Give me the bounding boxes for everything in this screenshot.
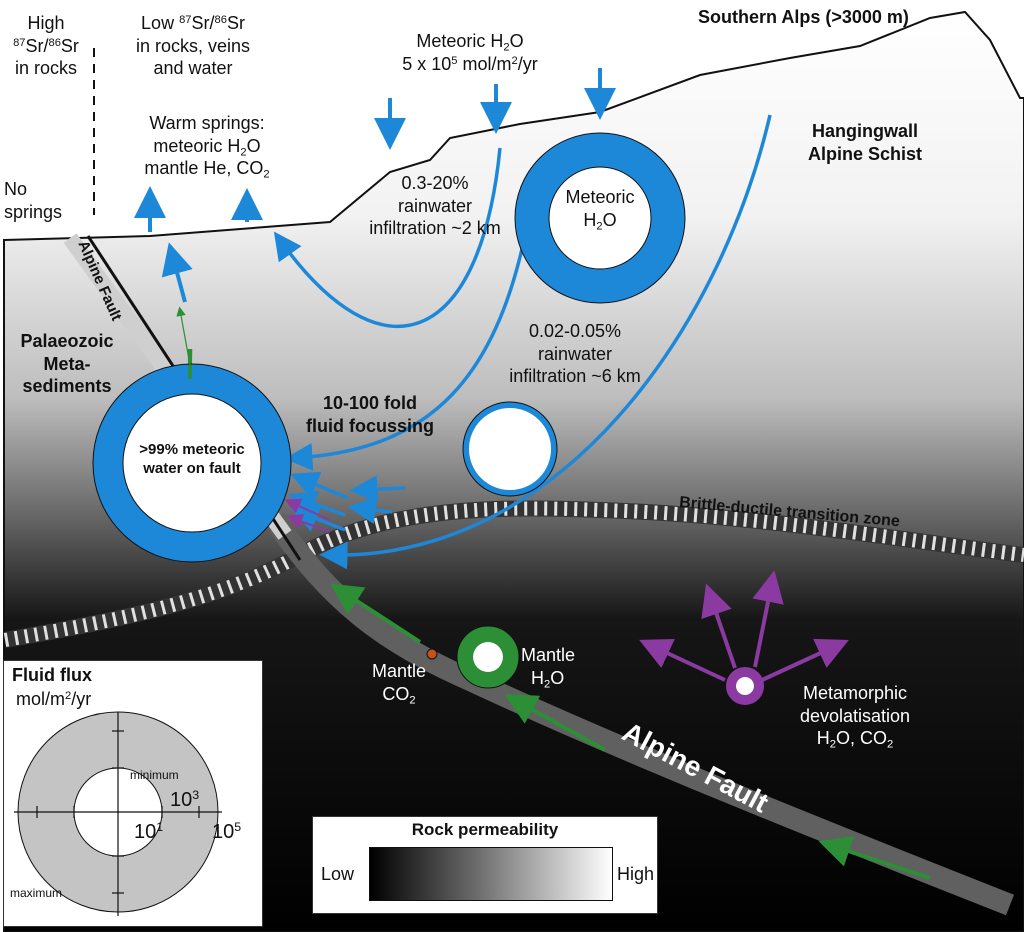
permeability-high-label: High	[617, 864, 655, 884]
brittle-ductile-transition-zone	[3, 500, 1024, 648]
mantle-h2o-label: Mantle H2O	[521, 645, 576, 690]
southern-alps-label: Southern Alps (>3000 m)	[698, 7, 909, 27]
mantle-h2o-ring	[456, 625, 520, 689]
mantle-co2-label: Mantle CO2	[371, 661, 427, 706]
medium-flow-path	[284, 209, 532, 471]
permeability-title: Rock permeability	[411, 820, 559, 839]
rainfall-arrows	[374, 68, 616, 150]
legend-maximum-label: maximum	[10, 886, 63, 900]
focusing-arrows	[288, 471, 406, 532]
legend-title: Fluid flux	[12, 665, 92, 685]
mantle-fluid-arrows	[329, 583, 931, 880]
hangingwall-label: Hangingwall Alpine Schist	[807, 121, 923, 164]
deep-infiltration-label: 0.02-0.05% rainwater infiltration ~6 km	[509, 321, 641, 386]
permeability-legend: Rock permeability Low High	[312, 816, 658, 914]
legend-minimum-label: minimum	[130, 768, 179, 782]
legend-tick-low: 101	[134, 820, 164, 843]
spring-arrows	[134, 186, 263, 303]
shallow-flow-path	[273, 147, 502, 329]
meteoric-flow-paths	[273, 114, 772, 570]
meteoric-h2o-circle-label: Meteoric H2O	[565, 187, 635, 232]
fluid-focussing-label: 10-100 fold fluid focussing	[306, 393, 434, 436]
mantle-co2-dot	[426, 648, 438, 660]
meteoric-flux-label: Meteoric H2O 5 x 105 mol/m2/yr	[402, 31, 538, 74]
fault-water-ring	[92, 306, 292, 563]
legend-unit: mol/m2/yr	[16, 689, 92, 709]
palaeozoic-label: Palaeozoic Meta- sediments	[20, 331, 114, 396]
legend-tick-mid: 103	[170, 788, 200, 811]
high-sr-label: High 87Sr/86Sr in rocks	[13, 13, 79, 78]
metamorphic-fault-arrows	[284, 498, 331, 533]
legend-tick-high: 105	[212, 820, 242, 843]
deep-flow-path	[319, 114, 772, 570]
shallow-infiltration-label: 0.3-20% rainwater infiltration ~2 km	[369, 173, 501, 238]
deep-infiltration-ring	[462, 401, 558, 497]
low-sr-label: Low 87Sr/86Sr in rocks, veins and water	[135, 13, 251, 78]
metamorphic-label: Metamorphic devolatisation H2O, CO2	[799, 683, 911, 751]
no-springs-label: No springs	[4, 179, 63, 222]
meteoric-h2o-ring	[514, 132, 686, 304]
permeability-gradient-bar	[369, 847, 613, 901]
fault-water-label: >99% meteoric water on fault	[139, 441, 245, 477]
spring-arrow-3	[161, 242, 193, 303]
warm-springs-label: Warm springs: meteoric H2O mantle He, CO…	[144, 113, 270, 181]
metamorphic-source	[639, 570, 849, 705]
permeability-low-label: Low	[321, 864, 355, 884]
